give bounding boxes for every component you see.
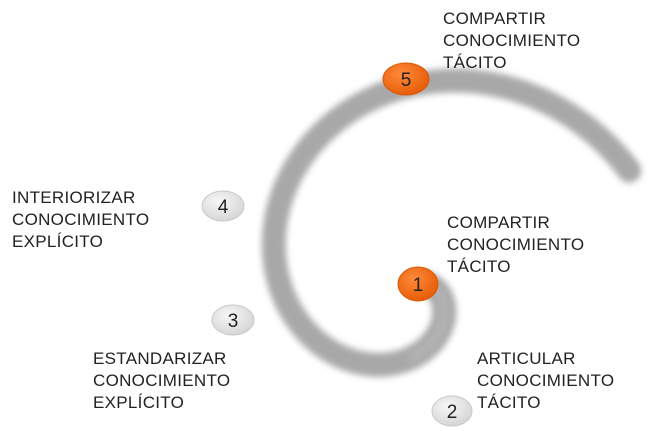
- step-3-line2: CONOCIMIENTO: [93, 371, 231, 390]
- step-4-line1: INTERIORIZAR: [12, 188, 136, 207]
- step-5-label: COMPARTIR CONOCIMIENTO TÁCITO: [443, 8, 580, 74]
- step-3-circle: [211, 304, 255, 336]
- step-2-circle: [431, 395, 473, 427]
- step-4-label: INTERIORIZAR CONOCIMIENTO EXPLÍCITO: [12, 187, 149, 253]
- step-2-line1: ARTICULAR: [477, 349, 576, 368]
- step-5-line1: COMPARTIR: [443, 9, 547, 28]
- step-2-number: 2: [447, 402, 458, 423]
- step-2-line3: TÁCITO: [477, 393, 541, 412]
- step-4-line2: CONOCIMIENTO: [12, 210, 150, 229]
- step-5-node: 5: [382, 62, 430, 96]
- step-1-label: COMPARTIR CONOCIMIENTO TÁCITO: [447, 212, 584, 278]
- step-1-line3: TÁCITO: [447, 257, 511, 276]
- step-4-number: 4: [218, 197, 229, 218]
- step-1-line2: CONOCIMIENTO: [447, 235, 585, 254]
- step-5-circle: [382, 62, 430, 96]
- step-5-line2: CONOCIMIENTO: [443, 31, 581, 50]
- step-3-label: ESTANDARIZAR CONOCIMIENTO EXPLÍCITO: [93, 348, 230, 414]
- step-2-node: 2: [431, 395, 473, 427]
- step-5-number: 5: [401, 70, 412, 91]
- step-2-label: ARTICULAR CONOCIMIENTO TÁCITO: [477, 348, 614, 414]
- step-1-number: 1: [413, 275, 424, 296]
- step-3-number: 3: [228, 311, 239, 332]
- step-3-line1: ESTANDARIZAR: [93, 349, 227, 368]
- step-3-node: 3: [211, 304, 255, 336]
- step-1-line1: COMPARTIR: [447, 213, 551, 232]
- step-4-node: 4: [201, 190, 245, 222]
- step-2-line2: CONOCIMIENTO: [477, 371, 615, 390]
- step-5-line3: TÁCITO: [443, 53, 507, 72]
- step-3-line3: EXPLÍCITO: [93, 393, 185, 412]
- step-1-node: 1: [397, 266, 439, 302]
- step-1-circle: [397, 266, 439, 302]
- step-4-circle: [201, 190, 245, 222]
- step-4-line3: EXPLÍCITO: [12, 232, 104, 251]
